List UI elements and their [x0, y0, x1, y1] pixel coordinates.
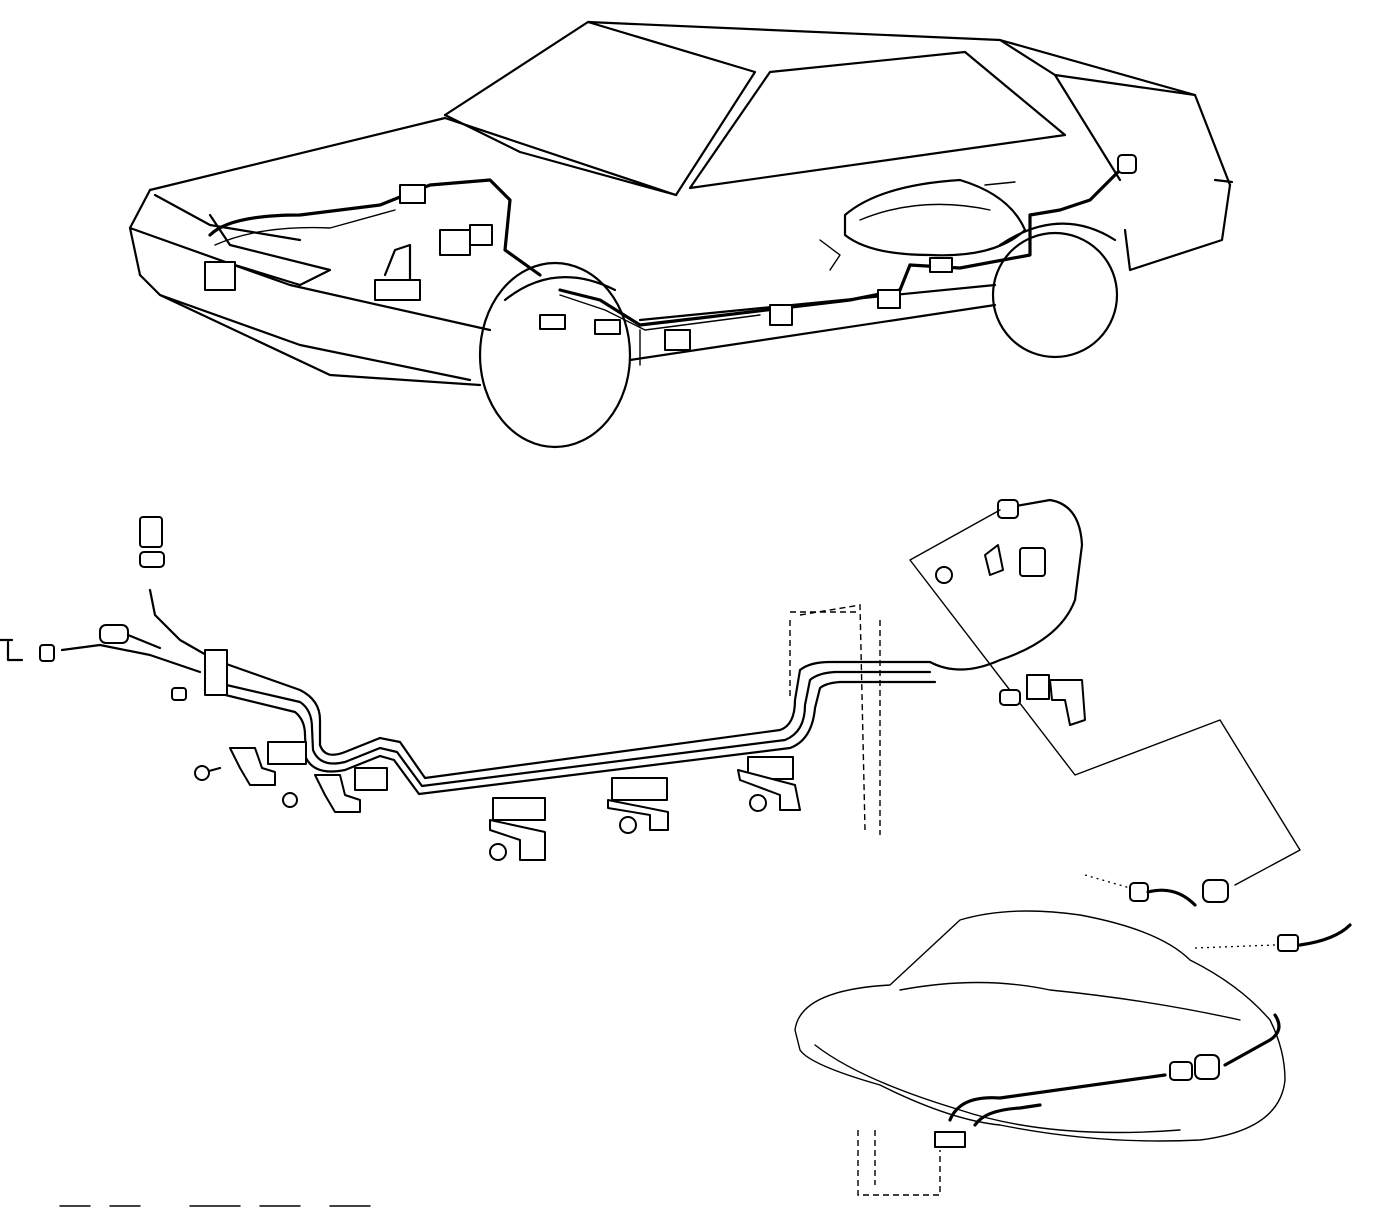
- left-connector-assembly: [0, 516, 228, 701]
- clamp-block-icon: [354, 767, 388, 791]
- bolt-icon: [171, 687, 187, 701]
- tank-hose-assembly: [1084, 874, 1352, 952]
- clip-icon: [39, 644, 55, 662]
- bolt-icon: [282, 792, 298, 808]
- clamp-block-icon: [611, 777, 668, 801]
- fuel-tank-illustration: [794, 910, 1286, 1196]
- bracket-icon: [204, 649, 228, 696]
- bolt-icon: [194, 765, 210, 781]
- hose-connector-icon: [997, 499, 1019, 519]
- car-body-illustration: [128, 20, 1234, 449]
- bracket-icon: [1049, 679, 1086, 726]
- clip-icon: [984, 544, 1004, 576]
- clamp-plate-icon: [607, 799, 669, 831]
- bolt-icon: [749, 794, 767, 812]
- clamp-plate-icon: [229, 747, 276, 786]
- clamp-block-icon: [267, 741, 307, 765]
- grommet-icon: [139, 551, 165, 568]
- grommet-icon: [999, 689, 1021, 706]
- clamp-bracket-parts: [194, 741, 801, 861]
- cap-icon: [139, 516, 163, 548]
- clamp-plate-icon: [489, 819, 546, 861]
- fuel-line-triple-tube: [148, 498, 1084, 796]
- clamp-plate-icon: [314, 774, 361, 813]
- clamp-plate-icon: [737, 769, 801, 811]
- clamp-block-icon: [1019, 547, 1046, 577]
- bolt-icon: [489, 843, 507, 861]
- clamp-block-icon: [492, 797, 546, 821]
- filler-hose-parts: [909, 499, 1301, 886]
- hose-connector-icon: [99, 624, 129, 644]
- crossmember-guide-lines: [789, 604, 881, 835]
- bolt-icon: [935, 566, 953, 584]
- bolt-icon: [619, 816, 637, 834]
- clamp-block-icon: [1026, 674, 1050, 700]
- car-fuel-routing-illustration: [204, 154, 1137, 351]
